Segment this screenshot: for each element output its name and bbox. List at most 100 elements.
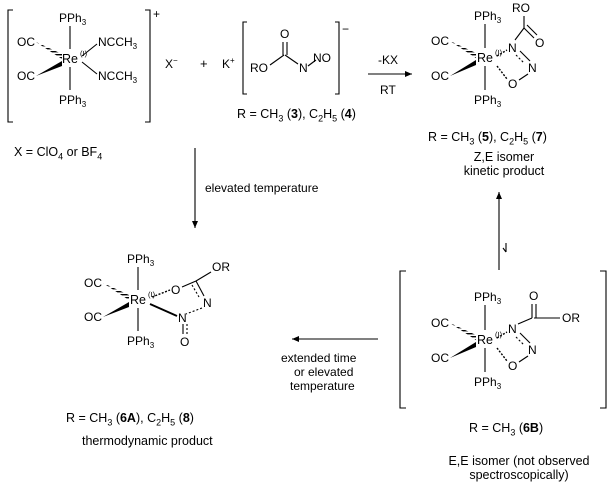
phosphine-bottom: PPh3 bbox=[474, 93, 502, 109]
nitroso-no: NO bbox=[313, 51, 331, 65]
bond-o-c bbox=[269, 54, 285, 66]
bond-c-n bbox=[195, 280, 205, 297]
carbonyl-o: O bbox=[280, 27, 289, 41]
ring-o: O bbox=[508, 77, 517, 91]
hashed-bond-re-n bbox=[496, 331, 508, 339]
ester-ro: RO bbox=[250, 61, 268, 75]
wedge-bond-co-bottom bbox=[36, 61, 62, 76]
bond-n-c bbox=[514, 27, 525, 41]
ligand-ncch3-top: NCCH3 bbox=[98, 35, 138, 51]
thermodynamic-product-label: thermodynamic product bbox=[82, 434, 213, 448]
salt-charge: − bbox=[342, 22, 349, 36]
bond-re-ncch3-top bbox=[81, 43, 98, 57]
bond-n-no bbox=[307, 59, 317, 67]
thermodynamic-r-definition: R = CH3 (6A), C2H5 (8) bbox=[66, 411, 194, 428]
bracket-6b-right bbox=[600, 270, 607, 409]
reagent-r-definition: R = CH3 (3), C2H5 (4) bbox=[237, 107, 356, 124]
bond-n-n-double bbox=[519, 50, 531, 62]
phosphine-top: PPh3 bbox=[59, 11, 87, 27]
bracket-salt-left bbox=[242, 21, 247, 95]
ligand-ncch3-bottom: NCCH3 bbox=[98, 69, 138, 85]
bond-o-c bbox=[181, 280, 197, 288]
bond-c-n-dashed bbox=[191, 284, 200, 298]
bond-c-o-double bbox=[523, 27, 535, 39]
ring-o: O bbox=[171, 283, 180, 297]
arrow-label-elevated: elevated temperature bbox=[205, 181, 319, 195]
metal-re: Re bbox=[477, 51, 493, 65]
plus-sign: + bbox=[200, 56, 208, 71]
reagent-salt: K+ − RO O N NO bbox=[222, 21, 349, 95]
kinetic-product: PPh3 Re (I) PPh3 OC OC N N O O RO bbox=[431, 1, 544, 109]
thermodynamic-product: PPh3 Re (I) PPh3 OC OC O OR N N O bbox=[84, 252, 230, 350]
phosphine-top: PPh3 bbox=[474, 290, 502, 306]
carbonyl-top: OC bbox=[17, 35, 35, 49]
carbonyl-top: OC bbox=[431, 316, 449, 330]
bond-n-n-dashed bbox=[515, 336, 525, 346]
metal-re: Re bbox=[62, 52, 78, 66]
carbonyl-top: OC bbox=[431, 34, 449, 48]
phosphine-top: PPh3 bbox=[127, 252, 155, 268]
carbonyl-o-label: O bbox=[535, 36, 544, 50]
arrow-label-kx: -KX bbox=[378, 53, 398, 67]
bond-c-n bbox=[284, 54, 299, 65]
oxidation-state: (I) bbox=[495, 330, 503, 339]
intermediate-isomer-label: E,E isomer (not observed spectroscopical… bbox=[448, 454, 590, 482]
bracket-salt-right bbox=[335, 21, 340, 95]
oxidation-state: (I) bbox=[148, 290, 156, 299]
arrow-label-extended: extended time bbox=[281, 351, 357, 365]
carbonyl-o: O bbox=[529, 289, 538, 303]
bond-n-o bbox=[518, 355, 529, 363]
kinetic-isomer-label: Z,E isomer kinetic product bbox=[463, 150, 545, 178]
bond-re-n-solid bbox=[149, 303, 178, 317]
phosphine-bottom: PPh3 bbox=[474, 375, 502, 391]
ring-n: N bbox=[203, 296, 212, 310]
oxidation-state: (I) bbox=[495, 48, 503, 57]
bond-c-or bbox=[195, 271, 212, 282]
ring-n2: N bbox=[178, 311, 187, 325]
bond-n-o bbox=[518, 73, 529, 81]
cation-complex: + PPh3 Re (I) PPh3 OC OC NCCH3 NCCH3 bbox=[7, 7, 160, 123]
ester-ro: RO bbox=[512, 1, 530, 15]
oxidation-state: (I) bbox=[80, 49, 88, 58]
wedge-bond-co-bottom bbox=[103, 302, 129, 317]
amide-n: N bbox=[299, 61, 308, 75]
hashed-bond-co-top bbox=[103, 283, 129, 300]
hashed-bond-co-top bbox=[450, 323, 476, 340]
ester-or: OR bbox=[562, 311, 580, 325]
phosphine-bottom: PPh3 bbox=[59, 93, 87, 109]
carbonyl-bottom: OC bbox=[431, 69, 449, 83]
hashed-bond-co-top bbox=[450, 41, 476, 58]
hashed-bond-re-o bbox=[496, 65, 508, 80]
arrow-eq-down-head bbox=[502, 247, 507, 253]
metal-re: Re bbox=[130, 293, 146, 307]
potassium-ion: K+ bbox=[222, 56, 235, 71]
bond-n-n-double bbox=[519, 332, 531, 344]
wedge-bond-co-bottom bbox=[450, 342, 476, 358]
carbonyl-bottom: OC bbox=[84, 310, 102, 324]
bond-n-n-dashed bbox=[515, 54, 525, 64]
carbonyl-bottom: OC bbox=[17, 69, 35, 83]
hashed-bond-re-o bbox=[496, 347, 508, 362]
kinetic-r-definition: R = CH3 (5), C2H5 (7) bbox=[428, 130, 547, 147]
anion-x: X− bbox=[165, 56, 178, 71]
metal-re: Re bbox=[477, 333, 493, 347]
phosphine-top: PPh3 bbox=[474, 9, 502, 25]
bracket-left bbox=[7, 9, 13, 123]
bracket-6b-left bbox=[399, 270, 406, 409]
counterion-definition: X = ClO4 or BF4 bbox=[14, 145, 103, 162]
complex-charge: + bbox=[153, 7, 160, 21]
nitroso-o: O bbox=[180, 335, 189, 349]
bond-n-c bbox=[517, 317, 533, 325]
bracket-right bbox=[145, 9, 151, 123]
bond-n-n-dashed bbox=[185, 307, 203, 315]
carbonyl-top: OC bbox=[84, 276, 102, 290]
hashed-bond-co-top bbox=[36, 42, 62, 59]
arrow-label-temperature: temperature bbox=[290, 379, 355, 393]
ring-n2: N bbox=[528, 343, 537, 357]
ring-n2: N bbox=[528, 61, 537, 75]
ring-n: N bbox=[508, 322, 517, 336]
phosphine-bottom: PPh3 bbox=[127, 334, 155, 350]
ring-n: N bbox=[508, 41, 517, 55]
wedge-bond-co-bottom bbox=[450, 60, 476, 76]
